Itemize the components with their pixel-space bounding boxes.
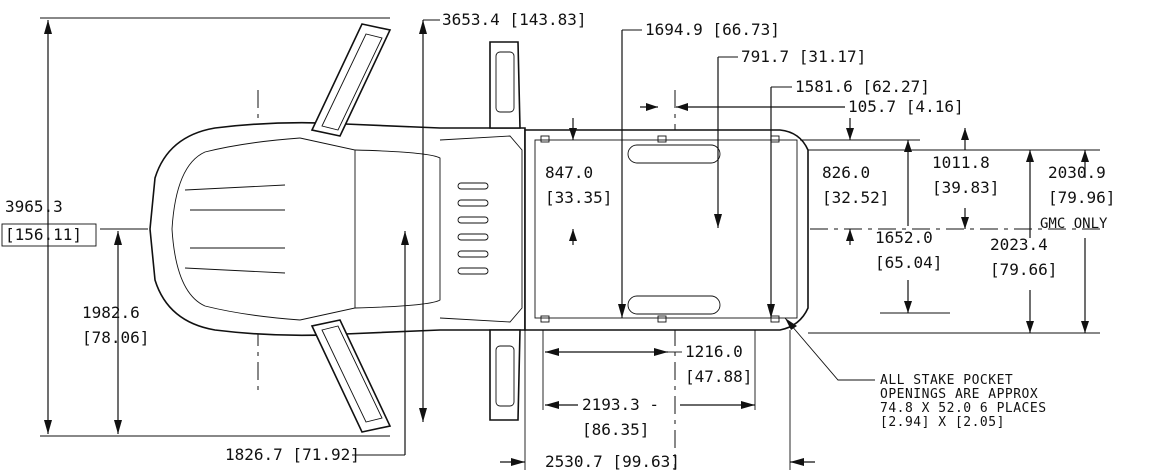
- dim-bed-length-b-in: [86.35]: [582, 420, 649, 439]
- dim-half-width-outer: 1011.8: [932, 153, 990, 172]
- extension-lines: [40, 17, 1100, 470]
- dim-half-overall: 1982.6: [82, 303, 140, 322]
- note-line-1: ALL STAKE POCKET: [880, 373, 1013, 388]
- dim-front-overhang: 1826.7 [71.92]: [225, 445, 360, 464]
- dim-box-half-rear: 826.0: [822, 163, 870, 182]
- door-upper-left: [310, 23, 392, 137]
- dim-gmc-only: GMC ONLY: [1040, 216, 1108, 232]
- dim-box-inner-length: 1581.6 [62.27]: [795, 77, 930, 96]
- dim-box-center-offset: 791.7 [31.17]: [741, 47, 866, 66]
- dim-box-half-front-in: [33.35]: [545, 188, 612, 207]
- dimension-labels: 3965.3 [156.11] 3653.4 [143.83] 1694.9 […: [1, 10, 1115, 471]
- dim-half-width-outer-in: [39.83]: [932, 178, 999, 197]
- dim-overall-width: 3965.3: [5, 197, 63, 216]
- dim-bed-length-a: 1216.0: [685, 342, 743, 361]
- dim-half-box-width: 1652.0: [875, 228, 933, 247]
- note-line-2: OPENINGS ARE APPROX: [880, 387, 1038, 402]
- note-line-3: 74.8 X 52.0 6 PLACES: [880, 401, 1047, 416]
- dimension-lines: [44, 19, 1089, 466]
- stake-pocket-note: ALL STAKE POCKET OPENINGS ARE APPROX 74.…: [880, 373, 1047, 430]
- door-lower-left: [310, 319, 392, 433]
- dim-pocket-offset: 105.7 [4.16]: [848, 97, 964, 116]
- dim-half-overall-in: [78.06]: [82, 328, 149, 347]
- pickup-box: [524, 129, 809, 331]
- dim-full-width: 2023.4: [990, 235, 1048, 254]
- dim-full-width-in: [79.66]: [990, 260, 1057, 279]
- cab-body: [149, 121, 526, 337]
- dim-rear-axle-to-box-end: 1694.9 [66.73]: [645, 20, 780, 39]
- dim-bed-length-b: 2193.3 -: [582, 395, 659, 414]
- dim-full-width-gmc: 2030.9: [1048, 163, 1106, 182]
- dim-overall-width-in: [156.11]: [5, 225, 82, 244]
- dim-box-length: 2530.7 [99.63]: [545, 452, 680, 471]
- door-lower-rear: [489, 329, 521, 421]
- dim-mirror-width: 3653.4 [143.83]: [442, 10, 587, 29]
- dim-full-width-gmc-in: [79.96]: [1048, 188, 1115, 207]
- dim-half-box-width-in: [65.04]: [875, 253, 942, 272]
- dim-box-half-rear-in: [32.52]: [822, 188, 889, 207]
- note-line-4: [2.94] X [2.05]: [880, 415, 1005, 430]
- dim-box-half-front: 847.0: [545, 163, 593, 182]
- door-upper-rear: [489, 41, 521, 129]
- dim-bed-length-a-in: [47.88]: [685, 367, 752, 386]
